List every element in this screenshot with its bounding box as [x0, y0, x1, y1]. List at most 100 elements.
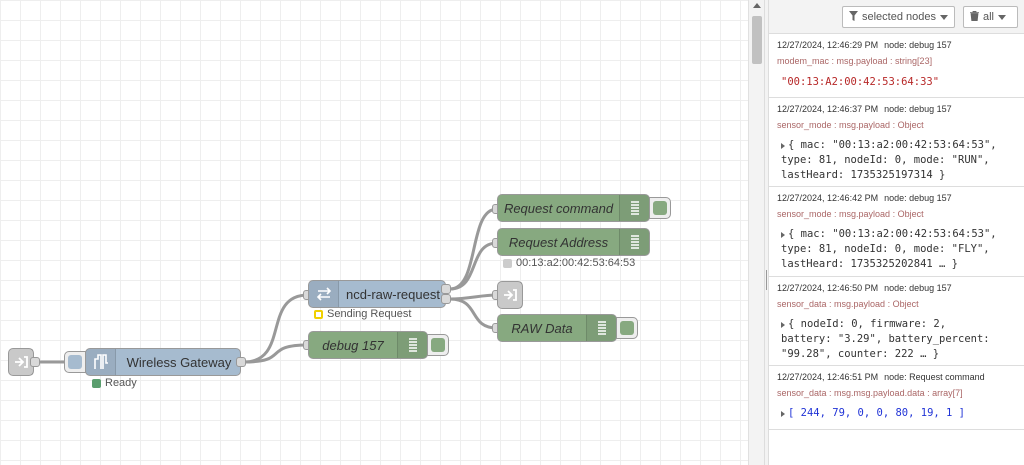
- payload-line: "99.28", counter: 222 … }: [781, 348, 940, 360]
- request-command-toggle[interactable]: [649, 197, 671, 219]
- arrow-in-icon: [498, 282, 522, 308]
- swap-icon: [309, 281, 339, 307]
- debug-157-node[interactable]: debug 157: [308, 331, 428, 359]
- message-payload[interactable]: "00:13:A2:00:42:53:64:33": [781, 75, 939, 90]
- message-timestamp: 12/27/2024, 12:46:50 PM: [777, 283, 879, 293]
- message-meta: 12/27/2024, 12:46:51 PM node: Request com…: [777, 372, 985, 382]
- gateway-inject-button[interactable]: [64, 351, 86, 373]
- link-out-node[interactable]: [497, 281, 523, 309]
- payload-line: type: 81, nodeId: 0, mode: "FLY",: [781, 243, 990, 255]
- workspace-scrollbar[interactable]: [748, 0, 764, 465]
- gateway-status: Ready: [92, 377, 137, 389]
- scroll-thumb[interactable]: [752, 16, 762, 64]
- ncdraw-status: Sending Request: [314, 308, 411, 320]
- wireless-gateway-node[interactable]: Wireless Gateway: [85, 348, 241, 376]
- chevron-down-icon: [998, 14, 1007, 20]
- ncdraw-output-port-2[interactable]: [441, 294, 451, 304]
- message-topic: sensor_data : msg.payload : Object: [777, 299, 919, 309]
- message-meta: 12/27/2024, 12:46:42 PM node: debug 157: [777, 193, 952, 203]
- trash-icon: [970, 10, 979, 24]
- message-topic: sensor_mode : msg.payload : Object: [777, 209, 924, 219]
- message-payload[interactable]: { nodeId: 0, firmware: 2, battery: "3.29…: [781, 317, 990, 362]
- expand-arrow-icon[interactable]: [781, 232, 785, 238]
- payload-line: { mac: "00:13:a2:00:42:53:64:53",: [788, 139, 997, 151]
- flow-workspace[interactable]: Wireless Gateway Ready ncd-raw-request S…: [0, 0, 748, 465]
- status-dot-grey: [503, 258, 512, 268]
- scroll-up-icon[interactable]: [749, 2, 765, 12]
- wire-gateway-debug157: [243, 343, 309, 364]
- gateway-output-port[interactable]: [236, 357, 246, 367]
- expand-arrow-icon[interactable]: [781, 411, 785, 417]
- request-command-label: Request command: [503, 200, 614, 216]
- payload-line: lastHeard: 1735325202841 … }: [781, 258, 959, 270]
- inject-output-port[interactable]: [30, 357, 40, 367]
- wire-gateway-ncdraw: [243, 293, 309, 364]
- expand-arrow-icon[interactable]: [781, 322, 785, 328]
- ncd-raw-request-node[interactable]: ncd-raw-request: [308, 280, 446, 308]
- request-command-node[interactable]: Request command: [497, 194, 650, 222]
- chevron-down-icon: [940, 14, 948, 20]
- funnel-icon: [849, 10, 858, 24]
- message-payload[interactable]: { mac: "00:13:a2:00:42:53:64:53", type: …: [781, 138, 997, 183]
- message-node[interactable]: node: debug 157: [884, 104, 952, 114]
- ncdraw-output-port-1[interactable]: [441, 284, 451, 294]
- message-payload[interactable]: { mac: "00:13:a2:00:42:53:64:53", type: …: [781, 227, 997, 272]
- request-address-node[interactable]: Request Address: [497, 228, 650, 256]
- sidebar-splitter[interactable]: [764, 0, 769, 465]
- clear-all-button[interactable]: all: [963, 6, 1018, 28]
- status-dot-green: [92, 378, 101, 388]
- debug-message[interactable]: 12/27/2024, 12:46:51 PM node: Request com…: [769, 366, 1024, 430]
- debug-sidebar: selected nodes all 12/27/2024, 12:46:29 …: [769, 0, 1024, 465]
- wire-ncdraw-rawdata: [449, 297, 498, 330]
- payload-line: [ 244, 79, 0, 0, 80, 19, 1 ]: [788, 407, 966, 419]
- expand-arrow-icon[interactable]: [781, 143, 785, 149]
- payload-line: lastHeard: 1735325197314 }: [781, 169, 946, 181]
- ncdraw-status-text: Sending Request: [327, 308, 412, 320]
- list-icon: [586, 315, 616, 341]
- request-address-status: 00:13:a2:00:42:53:64:53: [503, 257, 635, 269]
- message-timestamp: 12/27/2024, 12:46:51 PM: [777, 372, 879, 382]
- debug-message[interactable]: 12/27/2024, 12:46:50 PM node: debug 157 s…: [769, 277, 1024, 366]
- wire-ncdraw-reqcmd: [449, 207, 498, 291]
- message-timestamp: 12/27/2024, 12:46:42 PM: [777, 193, 879, 203]
- filter-dropdown[interactable]: selected nodes: [842, 6, 955, 28]
- message-topic: sensor_data : msg.msg.payload.data : arr…: [777, 388, 963, 398]
- debug-message[interactable]: 12/27/2024, 12:46:42 PM node: debug 157 s…: [769, 187, 1024, 277]
- message-meta: 12/27/2024, 12:46:50 PM node: debug 157: [777, 283, 952, 293]
- raw-data-toggle[interactable]: [616, 317, 638, 339]
- payload-line: battery: "3.29", battery_percent:: [781, 333, 990, 345]
- message-node[interactable]: node: debug 157: [884, 193, 952, 203]
- message-node[interactable]: node: Request command: [884, 372, 985, 382]
- payload-line: "00:13:A2:00:42:53:64:33": [781, 76, 940, 88]
- arrow-in-icon: [9, 349, 33, 375]
- list-icon: [619, 195, 649, 221]
- raw-data-node[interactable]: RAW Data: [497, 314, 617, 342]
- debug-toolbar: selected nodes all: [769, 0, 1024, 34]
- inject-node[interactable]: [8, 348, 34, 376]
- wires: [38, 207, 498, 364]
- debug-157-label: debug 157: [322, 337, 384, 353]
- filter-label: selected nodes: [862, 11, 936, 23]
- message-node[interactable]: node: debug 157: [884, 283, 952, 293]
- message-topic: sensor_mode : msg.payload : Object: [777, 120, 924, 130]
- wire-ncdraw-reqaddr: [449, 241, 498, 291]
- status-ring-yellow: [314, 309, 323, 319]
- message-topic: modem_mac : msg.payload : string[23]: [777, 56, 933, 66]
- wireless-gateway-label: Wireless Gateway: [126, 354, 232, 370]
- gateway-status-text: Ready: [105, 377, 137, 389]
- message-node[interactable]: node: debug 157: [884, 40, 952, 50]
- message-payload[interactable]: [ 244, 79, 0, 0, 80, 19, 1 ]: [781, 406, 965, 421]
- raw-data-label: RAW Data: [511, 320, 573, 336]
- debug-157-toggle[interactable]: [427, 334, 449, 356]
- list-icon: [397, 332, 427, 358]
- payload-line: type: 81, nodeId: 0, mode: "RUN",: [781, 154, 990, 166]
- payload-line: { mac: "00:13:a2:00:42:53:64:53",: [788, 228, 997, 240]
- list-icon: [619, 229, 649, 255]
- clear-label: all: [983, 11, 995, 23]
- request-address-status-text: 00:13:a2:00:42:53:64:53: [516, 257, 636, 269]
